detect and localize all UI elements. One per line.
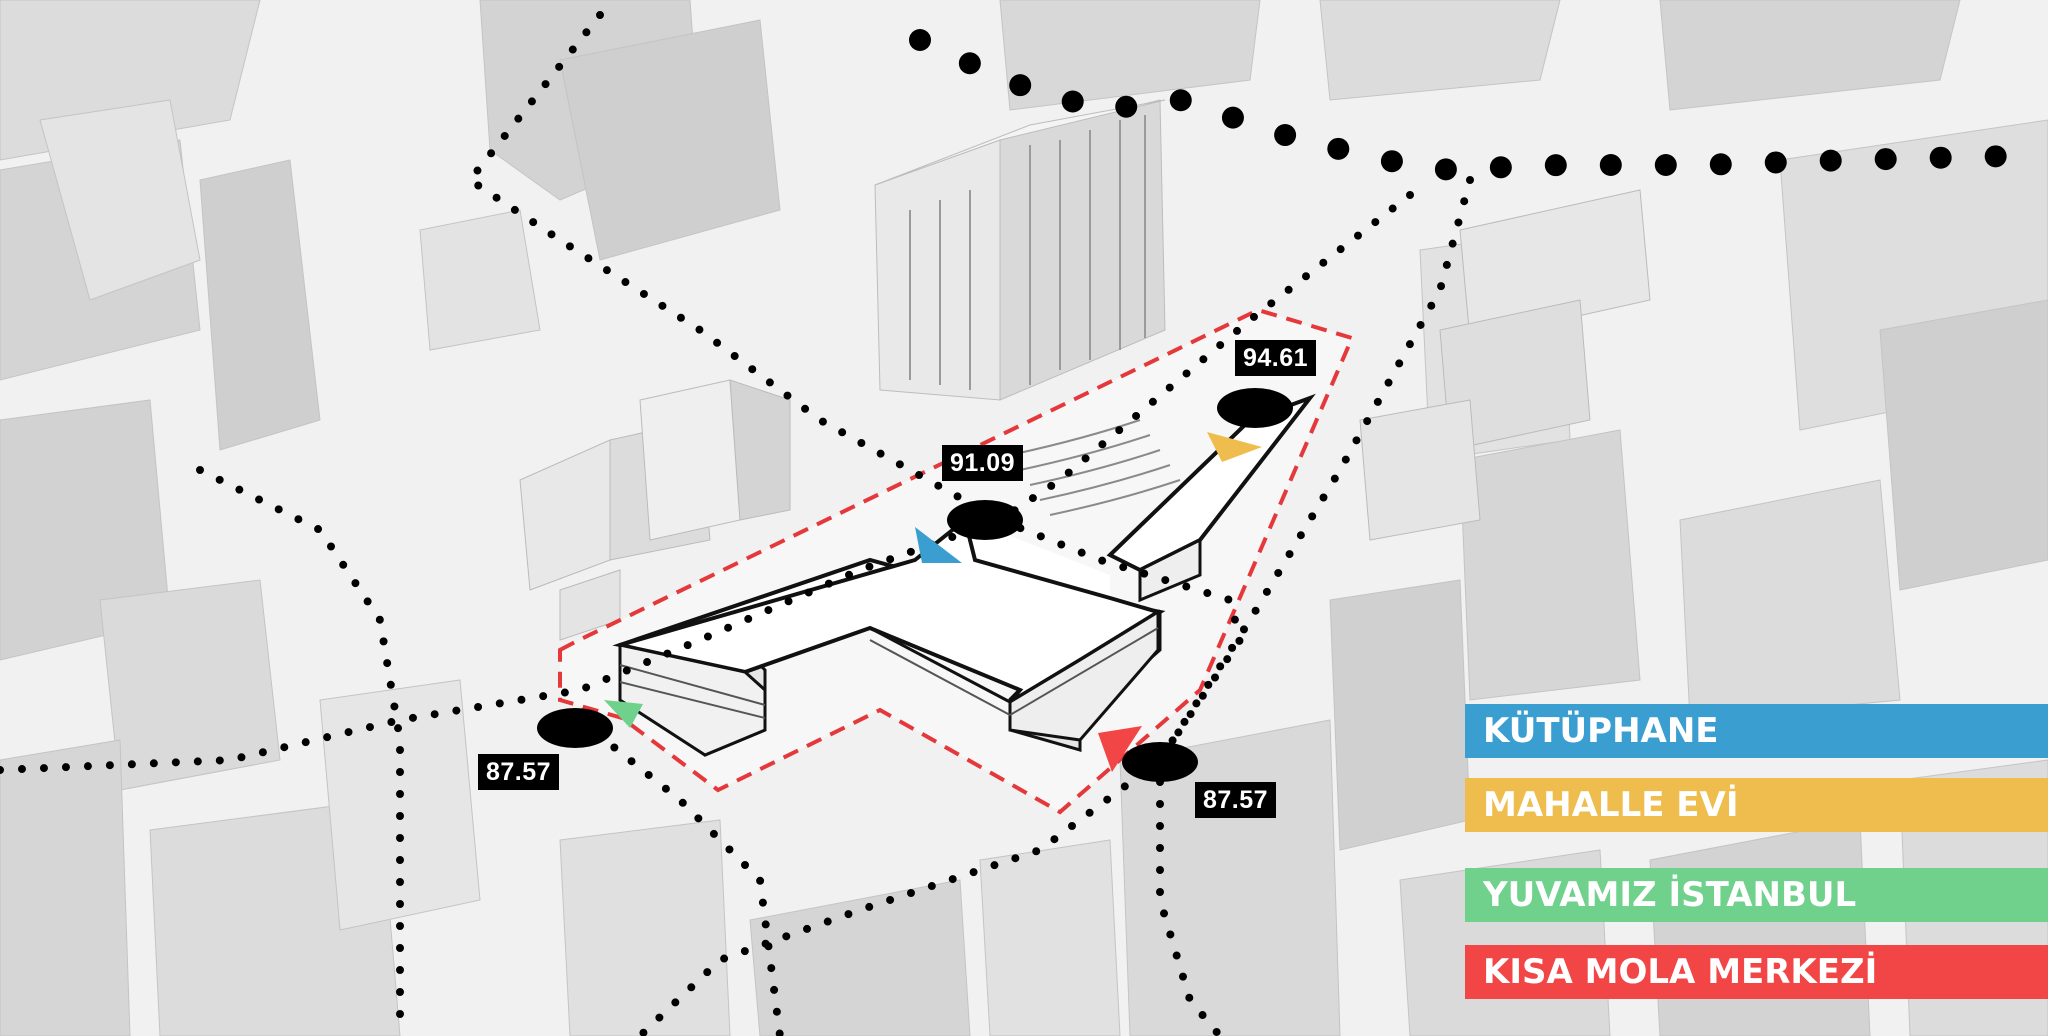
small-buildings	[519, 379, 791, 641]
kutuphane-triangle	[915, 527, 962, 563]
legend-item-kisa-mola-merkezi: KISA MOLA MERKEZİ	[1465, 945, 2048, 999]
terraces	[1009, 419, 1181, 516]
yuvamiz-istanbul-triangle	[604, 700, 643, 728]
kisa-mola-triangle	[1098, 726, 1142, 772]
legend-item-kutuphane: KÜTÜPHANE	[1465, 704, 2048, 758]
entry-node-center	[947, 500, 1023, 540]
apartment-tower	[874, 99, 1166, 401]
elevation-label-top-right: 94.61	[1235, 340, 1317, 376]
elevation-label-right: 87.57	[1195, 782, 1277, 818]
legend-item-yuvamiz-istanbul: YUVAMIZ İSTANBUL	[1465, 868, 2048, 922]
legend-item-mahalle-evi: MAHALLE EVİ	[1465, 778, 2048, 832]
entry-node-left	[537, 708, 613, 748]
elevation-label-center: 91.09	[942, 445, 1024, 481]
routes	[0, 11, 2048, 1036]
mahalle-evi-triangle	[1207, 432, 1262, 462]
entry-node-right	[1122, 742, 1198, 782]
right-buildings	[1359, 189, 1651, 541]
entry-node-top-right	[1217, 388, 1293, 428]
elevation-label-left: 87.57	[478, 754, 560, 790]
entry-nodes	[537, 388, 1293, 782]
main-building	[612, 516, 1166, 757]
